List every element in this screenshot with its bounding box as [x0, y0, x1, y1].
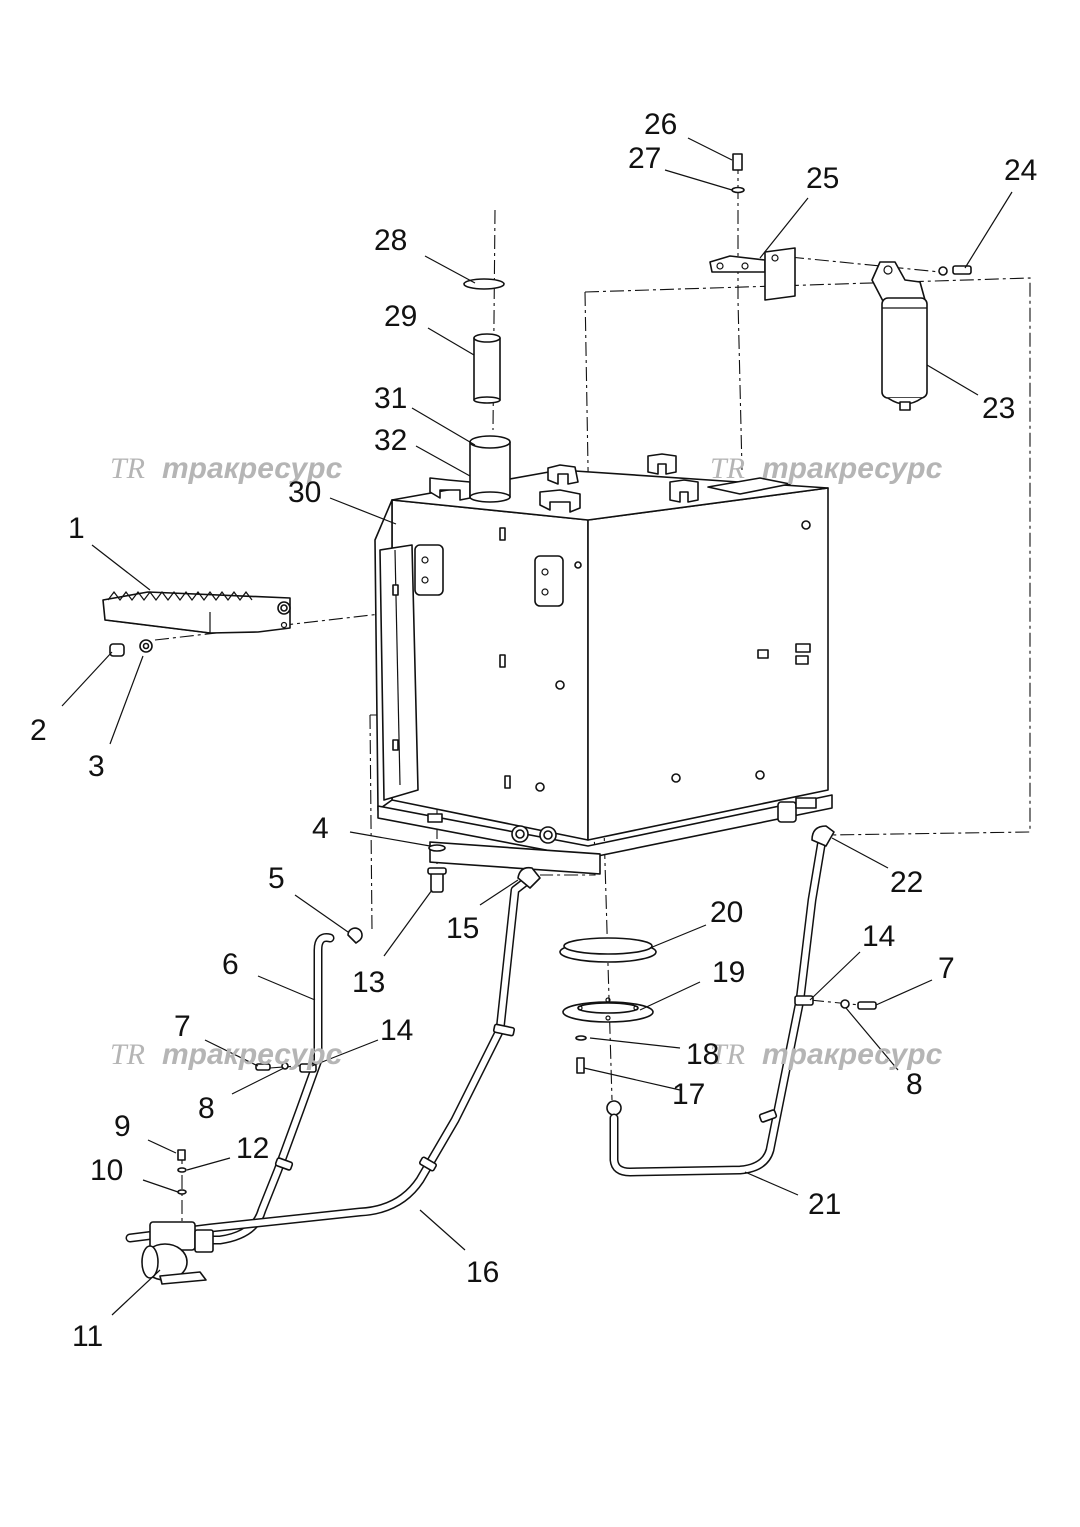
callout-14: 14 [380, 1014, 413, 1047]
callout-6: 6 [222, 948, 239, 981]
watermark-logo: TR [710, 1038, 745, 1071]
watermark-top-right: TR тракресурс [710, 452, 943, 485]
callout-31: 31 [374, 382, 407, 415]
watermark-bottom-left: TR тракресурс [110, 1038, 343, 1071]
fuel-pump [141, 1221, 214, 1285]
callout-25: 25 [806, 162, 839, 195]
callout-numbers: 1 2 3 4 5 6 7 8 9 10 11 12 13 14 15 16 1… [30, 108, 1037, 1353]
callout-5: 5 [268, 862, 285, 895]
callout-4: 4 [312, 812, 329, 845]
callout-32: 32 [374, 424, 407, 457]
callout-19: 19 [712, 956, 745, 989]
watermark-logo: TR [710, 452, 745, 485]
callout-21: 21 [808, 1188, 841, 1221]
bolt-and-washer [109, 639, 153, 657]
callout-29: 29 [384, 300, 417, 333]
callout-8: 8 [198, 1092, 215, 1125]
fuel-tank [374, 435, 833, 875]
callout-26: 26 [644, 108, 677, 141]
filler-cap-and-strainer [463, 153, 745, 404]
watermark-logo: TR [110, 452, 145, 485]
callout-24: 24 [1004, 154, 1037, 187]
watermark-text: тракресурс [762, 1038, 943, 1071]
callout-1: 1 [68, 512, 85, 545]
callout-13: 13 [352, 966, 385, 999]
fuel-filter [871, 261, 972, 411]
fuel-hoses [125, 825, 835, 1245]
callout-8-right: 8 [906, 1068, 923, 1101]
watermark-text: тракресурс [162, 1038, 343, 1071]
callout-7: 7 [174, 1010, 191, 1043]
small-hardware [177, 844, 877, 1195]
callout-7-right: 7 [938, 952, 955, 985]
watermark-top-left: TR тракресурс [110, 452, 343, 485]
callout-leaders [61, 137, 1013, 1316]
callout-9: 9 [114, 1110, 131, 1143]
callout-2: 2 [30, 714, 47, 747]
callout-3: 3 [88, 750, 105, 783]
callout-16: 16 [466, 1256, 499, 1289]
watermark-logo: TR [110, 1038, 145, 1071]
callout-27: 27 [628, 142, 661, 175]
callout-10: 10 [90, 1154, 123, 1187]
callout-28: 28 [374, 224, 407, 257]
callout-30: 30 [288, 476, 321, 509]
callout-14-right: 14 [862, 920, 895, 953]
watermark-text: тракресурс [762, 452, 943, 485]
filter-bracket [709, 247, 796, 301]
callout-20: 20 [710, 896, 743, 929]
callout-11: 11 [72, 1320, 103, 1353]
step-ladder [102, 591, 291, 634]
callout-17: 17 [672, 1078, 705, 1111]
watermark-bottom-right: TR тракресурс [710, 1038, 943, 1071]
callout-23: 23 [982, 392, 1015, 425]
watermark-text: тракресурс [162, 452, 343, 485]
callout-18: 18 [686, 1038, 719, 1071]
callout-22: 22 [890, 866, 923, 899]
callout-12: 12 [236, 1132, 269, 1165]
callout-15: 15 [446, 912, 479, 945]
